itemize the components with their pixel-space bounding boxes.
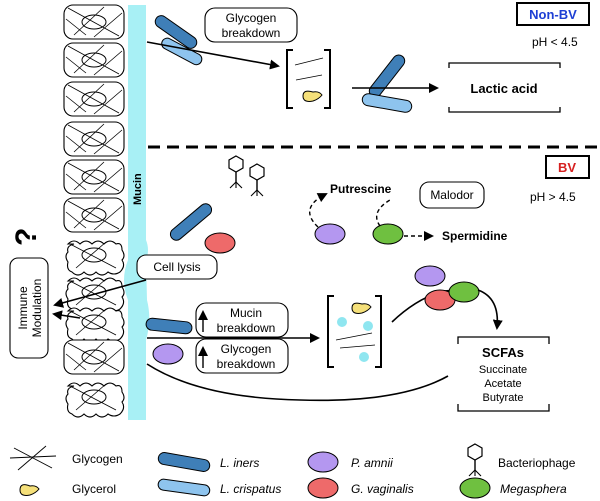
bv-bracket-left bbox=[327, 295, 334, 368]
glycogen-strand bbox=[335, 332, 373, 341]
scfa-item-butyrate: Butyrate bbox=[483, 392, 524, 404]
immune-modulation-line1: Immune bbox=[16, 286, 30, 330]
legend: Glycogen Glycerol L. iners L. crispatus … bbox=[9, 443, 576, 499]
glycogen-strand bbox=[339, 344, 376, 349]
epithelial-cell bbox=[63, 121, 125, 157]
legend-glycerol-icon bbox=[19, 484, 40, 496]
lactic-acid-bracket bbox=[448, 62, 561, 113]
bv-glycogen-breakdown-line1: Glycogen bbox=[221, 342, 272, 356]
mucin-breakdown-line1: Mucin bbox=[230, 306, 262, 320]
malodor-box bbox=[419, 181, 485, 209]
epithelial-cell bbox=[63, 4, 125, 40]
l-crispatus-rod bbox=[161, 37, 203, 66]
glycogen-strand bbox=[294, 57, 324, 66]
non-bv-ph: pH < 4.5 bbox=[532, 35, 578, 49]
non-bv-badge bbox=[516, 2, 590, 26]
arrow-to-immune-2 bbox=[52, 310, 81, 321]
legend-glycogen-label: Glycogen bbox=[72, 452, 123, 466]
immune-modulation-line2: Modulation bbox=[30, 279, 44, 338]
non-bv-bracket-left bbox=[286, 49, 293, 109]
glycogen-strand bbox=[295, 74, 323, 81]
bv-bracket-right bbox=[375, 295, 382, 368]
legend-l-iners-icon bbox=[157, 452, 211, 472]
mucin-breakdown-line2: breakdown bbox=[217, 321, 276, 335]
glycerol-drop bbox=[302, 90, 323, 102]
immune-modulation-box bbox=[9, 257, 49, 359]
mucin-label: Mucin bbox=[132, 173, 144, 205]
bv-badge-label: BV bbox=[558, 160, 576, 175]
malodor-label: Malodor bbox=[430, 188, 473, 202]
legend-bacteriophage-label: Bacteriophage bbox=[498, 456, 576, 470]
legend-glycerol-label: Glycerol bbox=[72, 482, 116, 496]
l-iners-rod bbox=[368, 54, 406, 98]
legend-glycogen-icon bbox=[9, 445, 57, 471]
epithelial-cell-damaged bbox=[65, 277, 125, 313]
arrow-to-putrescine bbox=[309, 193, 328, 228]
non-bv-arrow-to-products bbox=[146, 41, 280, 70]
spermidine-label: Spermidine bbox=[442, 229, 508, 243]
bv-glycogen-breakdown-box bbox=[195, 338, 289, 374]
epithelial-cell-damaged bbox=[65, 382, 125, 418]
arrow-malodor-link bbox=[376, 199, 391, 227]
legend-megasphera-label: Megasphera bbox=[500, 482, 567, 496]
epithelial-cell bbox=[63, 339, 125, 375]
mucin-sugar-dot bbox=[359, 352, 369, 362]
legend-megasphera-icon bbox=[459, 477, 491, 499]
cell-lysis-label: Cell lysis bbox=[153, 260, 200, 274]
epithelial-cell bbox=[63, 197, 125, 233]
epithelial-cell bbox=[63, 159, 125, 195]
non-bv-glycogen-breakdown-line2: breakdown bbox=[222, 26, 281, 40]
p-amnii-cell bbox=[152, 343, 184, 365]
legend-p-amnii-icon bbox=[307, 451, 339, 473]
lactic-acid-label: Lactic acid bbox=[470, 81, 537, 96]
legend-l-crispatus-icon bbox=[157, 478, 211, 497]
non-bv-glycogen-breakdown-line1: Glycogen bbox=[226, 11, 277, 25]
curve-epithelium-to-scfas bbox=[146, 363, 449, 402]
cell-lysis-box bbox=[136, 254, 218, 280]
epithelial-cell-column bbox=[63, 4, 125, 418]
arrow-to-scfas bbox=[477, 289, 503, 330]
l-iners-rod bbox=[145, 317, 193, 335]
mucin-layer bbox=[124, 5, 150, 420]
epithelial-cell-damaged bbox=[65, 240, 125, 276]
g-vaginalis-cell bbox=[204, 232, 236, 254]
l-iners-rod bbox=[154, 15, 198, 49]
glycerol-drop bbox=[351, 302, 372, 314]
legend-bacteriophage-icon bbox=[467, 443, 483, 477]
scfa-item-succinate: Succinate bbox=[479, 364, 527, 376]
legend-l-crispatus-label: L. crispatus bbox=[220, 482, 281, 496]
question-mark: ? bbox=[10, 228, 43, 246]
legend-g-vaginalis-label: G. vaginalis bbox=[351, 482, 414, 496]
epithelial-cell bbox=[63, 42, 125, 78]
l-crispatus-rod bbox=[361, 93, 413, 113]
arrow-to-immune-1 bbox=[53, 279, 147, 308]
bacteriophage-icon bbox=[228, 155, 244, 189]
epithelial-cell-damaged bbox=[65, 307, 125, 343]
megasphera-cell bbox=[372, 223, 404, 245]
bacteriophage-icon bbox=[249, 163, 265, 197]
scfas-bracket bbox=[457, 336, 550, 412]
non-bv-badge-label: Non-BV bbox=[529, 7, 577, 22]
epithelial-cell bbox=[63, 81, 125, 117]
p-amnii-cell bbox=[414, 265, 446, 287]
l-iners-rod bbox=[169, 203, 213, 241]
scfas-title: SCFAs bbox=[482, 345, 524, 360]
scfa-item-acetate: Acetate bbox=[484, 378, 521, 390]
mucin-sugar-dot bbox=[363, 321, 373, 331]
bv-badge bbox=[545, 155, 590, 179]
bv-ph: pH > 4.5 bbox=[530, 190, 576, 204]
legend-l-iners-label: L. iners bbox=[220, 456, 259, 470]
non-bv-bracket-right bbox=[324, 49, 331, 109]
non-bv-glycogen-breakdown-box bbox=[204, 7, 298, 43]
mucin-sugar-dot bbox=[337, 317, 347, 327]
legend-g-vaginalis-icon bbox=[307, 477, 339, 499]
legend-p-amnii-label: P. amnii bbox=[351, 456, 393, 470]
megasphera-cell bbox=[448, 281, 480, 303]
p-amnii-cell bbox=[314, 223, 346, 245]
mucin-breakdown-box bbox=[195, 302, 289, 338]
bv-glycogen-breakdown-line2: breakdown bbox=[217, 357, 276, 371]
putrescine-label: Putrescine bbox=[330, 182, 392, 196]
